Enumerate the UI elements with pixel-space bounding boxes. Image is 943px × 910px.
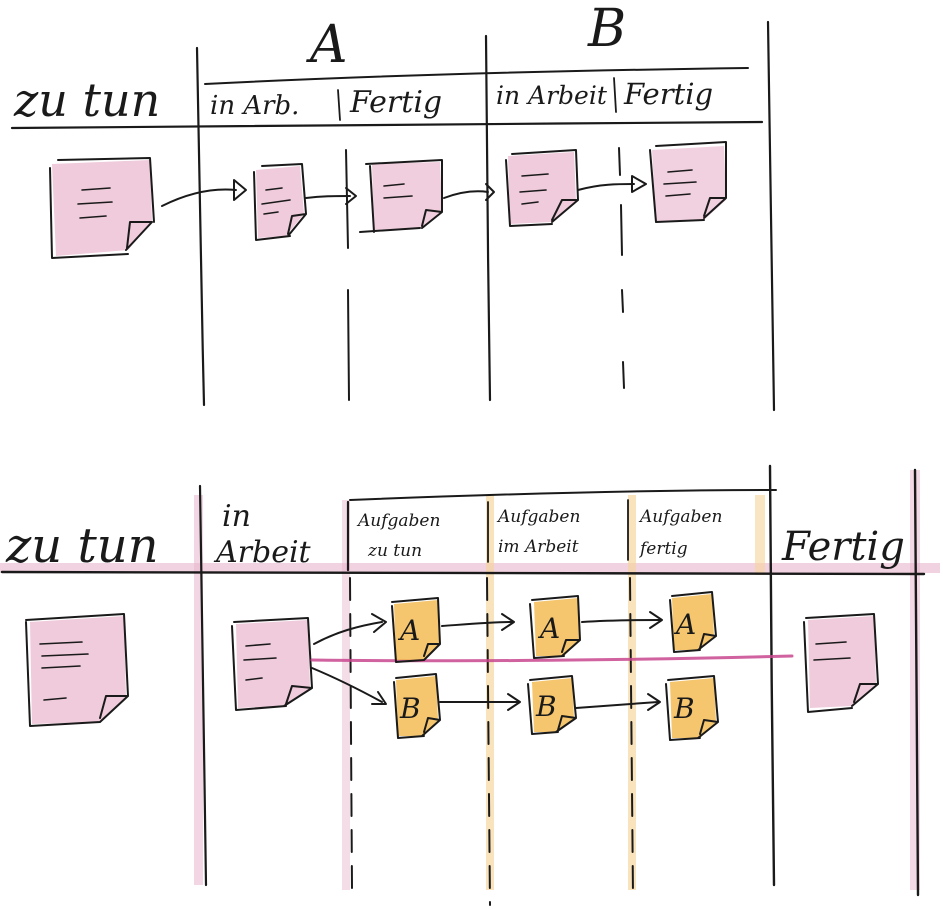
bottom-header-baseline <box>0 570 926 576</box>
top-header-sep-a <box>337 89 341 121</box>
bottom-board: zu tun in Arbeit Aufgaben zu tun Aufgabe… <box>0 464 940 906</box>
top-arrow-3 <box>443 190 489 199</box>
top-col-b-in-progress-label: in Arbeit <box>496 81 608 110</box>
task-b-done-label: B <box>673 692 695 725</box>
bottom-arrow-split-a-head <box>371 613 387 633</box>
task-a-in-progress-label: A <box>537 612 560 645</box>
bottom-sub-header-seps <box>487 499 629 563</box>
top-arrow-1 <box>161 188 237 207</box>
bottom-arrow-a2 <box>581 619 661 623</box>
task-a-todo-label: A <box>397 614 420 647</box>
bottom-sub-in-progress-label-1: Aufgaben <box>496 507 580 527</box>
top-arrow-4 <box>577 183 635 191</box>
bottom-arrow-a2-head <box>649 611 663 629</box>
bottom-card-done <box>803 613 879 713</box>
top-sub-line-b <box>618 147 625 389</box>
top-col-todo-label: zu tun <box>13 73 160 127</box>
bottom-arrow-b2 <box>575 701 659 709</box>
top-card-todo <box>49 157 155 259</box>
task-a-done-label: A <box>673 608 696 641</box>
top-col-line-2 <box>484 34 492 402</box>
bottom-arrow-b1-head <box>507 693 521 711</box>
bottom-arrow-split-b-head <box>371 691 387 705</box>
bottom-sub-in-progress-label-2: im Arbeit <box>498 537 579 557</box>
top-arrow-4-head <box>631 175 647 193</box>
task-b-in-progress-label: B <box>535 690 557 723</box>
bottom-sub-highlight-3 <box>755 495 765 575</box>
bottom-col-highlight-1 <box>194 495 203 885</box>
top-board: A B zu tun in Arb. Fertig in Arbeit Fert… <box>10 0 776 412</box>
bottom-col-line-5 <box>913 468 920 897</box>
top-arrow-2 <box>305 195 351 199</box>
bottom-col-in-progress-label-2: Arbeit <box>213 535 312 570</box>
bottom-tracking-line <box>310 654 794 663</box>
bottom-sub-todo-label-2: zu tun <box>367 541 422 561</box>
top-col-line-3 <box>766 20 776 412</box>
task-b-in-progress: B <box>527 675 577 735</box>
bottom-sub-highlight-1 <box>486 495 494 890</box>
top-card-b-in-progress <box>505 149 579 227</box>
bottom-col-highlight-2 <box>342 500 350 890</box>
bottom-header-highlight <box>0 563 940 573</box>
bottom-sub-done-label-1: Aufgaben <box>638 507 722 527</box>
task-b-todo-label: B <box>399 692 421 725</box>
top-header-sep-b <box>613 77 617 113</box>
top-col-a-in-progress-label: in Arb. <box>210 91 299 121</box>
top-header-baseline <box>10 120 764 130</box>
top-card-a-in-progress <box>253 163 307 241</box>
task-a-in-progress: A <box>529 595 581 659</box>
bottom-arrow-b2-head <box>647 693 661 711</box>
bottom-dash-line-2 <box>486 577 491 906</box>
top-group-a-label: A <box>306 15 348 75</box>
top-col-b-done-label: Fertig <box>623 77 713 111</box>
task-a-done: A <box>669 591 717 653</box>
bottom-dash-line-1 <box>349 577 353 891</box>
bottom-subgroup-top-line <box>349 489 777 501</box>
bottom-sub-done-label-2: fertig <box>638 539 688 559</box>
top-arrow-2-head <box>345 187 357 205</box>
bottom-arrow-a1-head <box>501 613 515 631</box>
top-group-line <box>204 67 749 85</box>
bottom-col-todo-label: zu tun <box>5 518 159 574</box>
task-b-done: B <box>665 675 719 741</box>
top-arrow-3-head <box>485 183 495 201</box>
top-card-b-done <box>649 141 727 223</box>
bottom-col-highlight-3 <box>910 470 920 890</box>
bottom-arrow-a1 <box>441 621 513 627</box>
top-sub-line-a <box>345 149 350 401</box>
bottom-dash-line-3 <box>629 577 634 896</box>
bottom-arrow-split-b <box>311 667 383 703</box>
bottom-sub-todo-label-1: Aufgaben <box>356 511 440 531</box>
bottom-col-done-label: Fertig <box>781 524 905 570</box>
task-b-todo: B <box>393 673 441 739</box>
top-col-line-1 <box>195 46 206 407</box>
bottom-card-in-progress <box>231 617 313 711</box>
top-col-a-done-label: Fertig <box>349 85 442 120</box>
task-a-todo: A <box>391 597 441 663</box>
bottom-col-line-4 <box>768 464 776 887</box>
bottom-col-line-1 <box>198 484 208 887</box>
bottom-card-todo <box>25 613 129 727</box>
top-card-a-done <box>359 159 443 233</box>
bottom-arrow-split-a <box>313 621 383 645</box>
top-group-b-label: B <box>587 0 626 59</box>
bottom-col-in-progress-label-1: in <box>222 499 251 534</box>
top-arrow-1-head <box>233 179 247 201</box>
